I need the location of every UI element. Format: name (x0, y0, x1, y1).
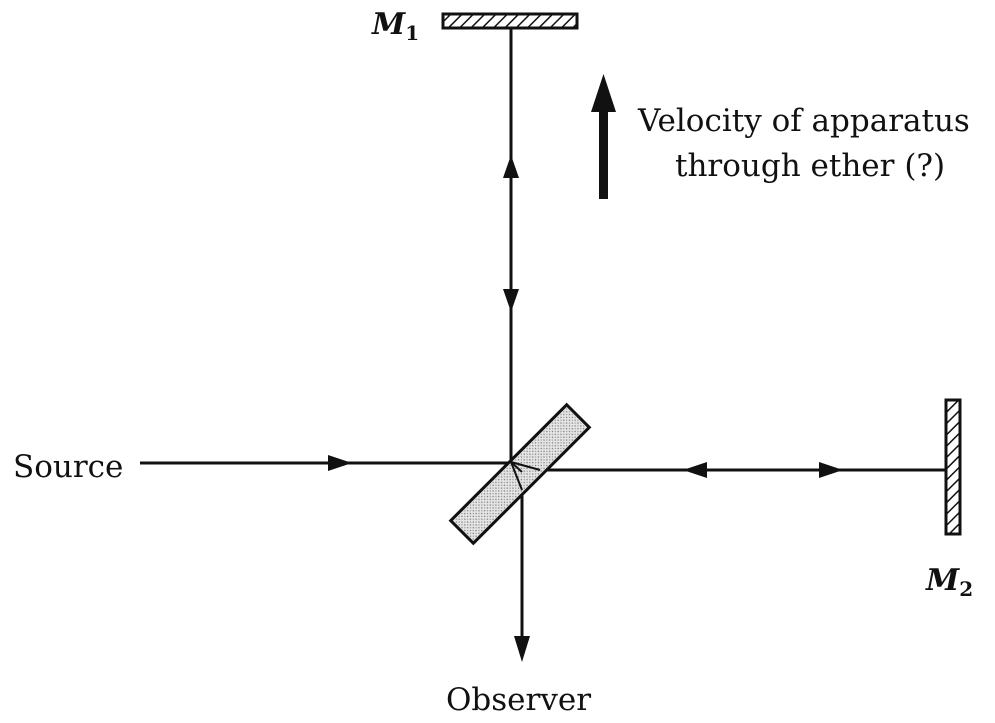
arrow-source-right (328, 455, 352, 471)
mirror-m1 (441, 12, 579, 30)
beam-splitter (448, 402, 592, 546)
arrow-up-to-m1 (503, 155, 519, 178)
mirror1-label: M1 (371, 7, 419, 45)
velocity-arrow (591, 74, 616, 199)
arrow-right-to-m2 (819, 462, 843, 478)
arrow-down-from-m1 (503, 289, 519, 312)
mirror-m2 (944, 398, 962, 536)
source-label: Source (13, 449, 123, 485)
velocity-label-line1: Velocity of apparatus (637, 103, 970, 139)
arrow-left-from-m2 (683, 462, 707, 478)
mirror2-label: M2 (925, 563, 973, 601)
velocity-label-line2: through ether (?) (675, 148, 945, 184)
observer-label: Observer (446, 682, 591, 718)
arrow-to-observer (514, 636, 530, 662)
